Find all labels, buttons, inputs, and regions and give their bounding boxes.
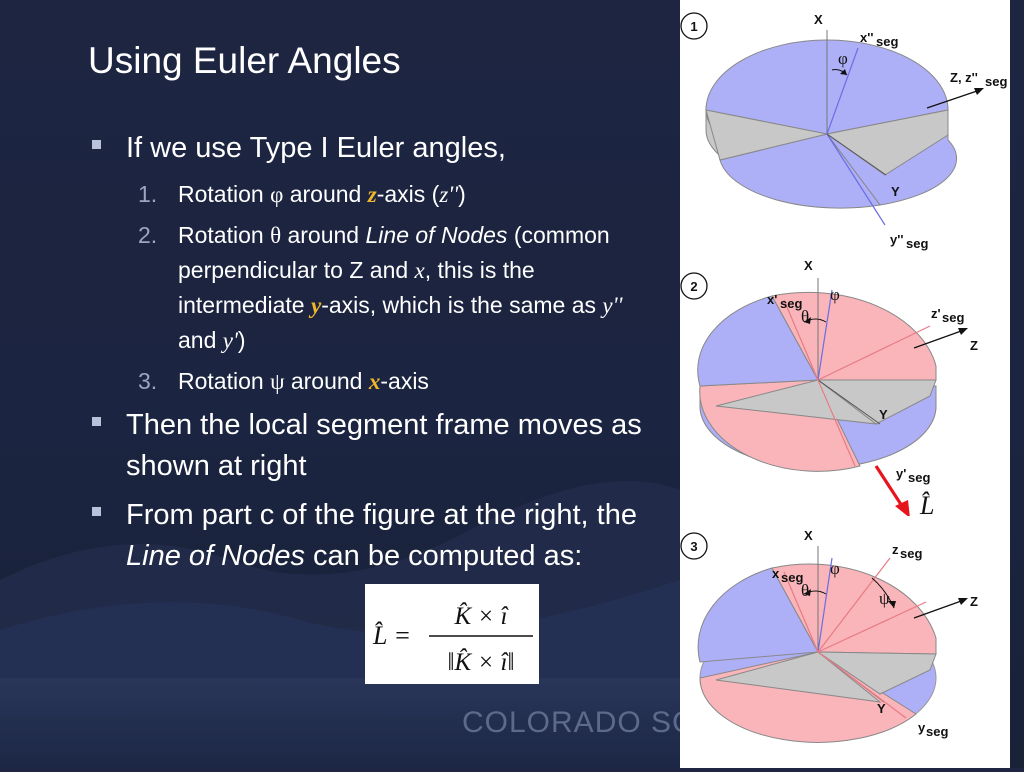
label-sub: seg	[900, 546, 922, 561]
sub-item-1: 1. Rotation φ around z-axis (z'')	[92, 177, 652, 212]
label-Z: Z	[970, 594, 978, 609]
z-axis-label: z	[367, 182, 377, 207]
euler-rotation-figure: 1 X x'' seg φ Z, z'' seg Y y'' seg 2	[680, 0, 1010, 768]
sub-item-number: 3.	[138, 368, 158, 394]
y-axis-label: y	[310, 293, 322, 318]
formula-denominator: ‖K̂ × î‖	[447, 648, 514, 676]
label-x-seg: x'	[767, 292, 777, 307]
bullet-text: From part c of the figure at the right, …	[126, 499, 637, 531]
slide-title: Using Euler Angles	[88, 40, 401, 81]
label-sub: seg	[906, 236, 928, 251]
label-line-of-nodes: L̂	[919, 491, 934, 516]
z-double-prime: z''	[439, 182, 459, 207]
label-x-seg: x	[772, 566, 780, 581]
footer-logo-text: COLORADO SC	[462, 706, 680, 739]
label-phi: φ	[830, 285, 840, 304]
line-of-nodes-formula: L̂ = K̂ × î ‖K̂ × î‖	[365, 584, 539, 684]
label-sub: seg	[908, 470, 930, 485]
label-sub: seg	[780, 296, 802, 311]
y-prime: y'	[222, 328, 238, 353]
sub-item-2: 2. Rotation θ around Line of Nodes (comm…	[92, 218, 652, 358]
label-psi: ψ	[879, 589, 890, 608]
phi-symbol: φ	[270, 182, 284, 207]
label-X: X	[804, 528, 813, 543]
psi-symbol: ψ	[270, 369, 285, 394]
label-y-seg: y	[918, 720, 926, 735]
label-sub: seg	[942, 310, 964, 325]
bullet-type-one: If we use Type I Euler angles,	[92, 128, 652, 169]
text: Rotation	[178, 181, 271, 207]
slide-content: If we use Type I Euler angles, 1. Rotati…	[92, 128, 652, 585]
label-theta: θ	[801, 307, 809, 326]
text: around	[283, 181, 368, 207]
text: (common perpendicular to Z and	[178, 222, 610, 283]
label-phi: φ	[830, 559, 840, 578]
sub-list: 1. Rotation φ around z-axis (z'') 2. Rot…	[92, 177, 652, 399]
bullet-square-icon	[92, 507, 101, 516]
label-y-seg: y'	[896, 466, 906, 481]
label-z-seg: z	[892, 542, 899, 557]
text: Rotation	[178, 222, 271, 248]
label-Z: Z	[970, 338, 978, 353]
x-axis-label: x	[368, 369, 381, 394]
line-of-nodes-text: Line of Nodes	[365, 222, 508, 248]
step-number: 1	[690, 19, 697, 34]
label-sub: seg	[781, 570, 803, 585]
sub-item-3: 3. Rotation ψ around x-axis	[92, 364, 652, 399]
label-Z: Z, z''	[950, 70, 978, 85]
label-sub: seg	[926, 724, 948, 739]
formula-lhs: L̂ =	[372, 621, 411, 650]
text: , this is the intermediate	[178, 257, 535, 318]
diagram-step-3: 3 X x seg φ θ ψ z seg Z Y y seg	[680, 528, 978, 743]
text: )	[458, 181, 466, 207]
formula-numerator: K̂ × î	[454, 602, 510, 630]
line-of-nodes-text: Line of Nodes	[126, 540, 305, 572]
label-sub: seg	[876, 34, 898, 49]
label-y-seg: y''	[890, 232, 903, 247]
sub-item-number: 2.	[138, 222, 158, 248]
label-Y: Y	[891, 184, 900, 199]
text: around	[284, 368, 369, 394]
label-phi: φ	[838, 49, 848, 68]
bullet-square-icon	[92, 417, 101, 426]
sub-item-number: 1.	[138, 181, 158, 207]
text: around	[281, 222, 366, 248]
text: and	[178, 327, 223, 353]
step-circle	[680, 12, 708, 40]
text: -axis	[380, 368, 429, 394]
label-z-seg: z'	[931, 306, 941, 321]
bullet-text: If we use Type I Euler angles,	[126, 132, 506, 164]
step-number: 3	[690, 539, 697, 554]
label-Y: Y	[879, 407, 888, 422]
x-label: x	[414, 258, 425, 283]
bullet-square-icon	[92, 140, 101, 149]
text: Rotation	[178, 368, 271, 394]
label-x-seg: x''	[860, 30, 873, 45]
step-circle	[680, 272, 708, 300]
text: )	[237, 327, 246, 353]
diagram-step-1: 1 X x'' seg φ Z, z'' seg Y y'' seg	[680, 12, 1007, 251]
y-double-prime: y''	[602, 293, 623, 318]
label-sub: seg	[985, 74, 1007, 89]
theta-symbol: θ	[270, 223, 282, 248]
text: -axis, which is the same as	[321, 292, 603, 318]
bullet-part-c: From part c of the figure at the right, …	[92, 495, 652, 577]
label-theta: θ	[801, 581, 809, 600]
label-Y: Y	[877, 701, 886, 716]
text: -axis (	[376, 181, 440, 207]
step-number: 2	[690, 279, 697, 294]
label-X: X	[814, 12, 823, 27]
step-circle	[680, 532, 708, 560]
bullet-text: Then the local segment frame moves as sh…	[126, 409, 642, 482]
bullet-frame-moves: Then the local segment frame moves as sh…	[92, 405, 652, 487]
diagram-step-2: 2 X x' seg φ θ z' seg Z Y y' seg L̂	[680, 258, 978, 516]
label-X: X	[804, 258, 813, 273]
footer-band	[0, 678, 680, 768]
bullet-text: can be computed as:	[304, 540, 583, 572]
